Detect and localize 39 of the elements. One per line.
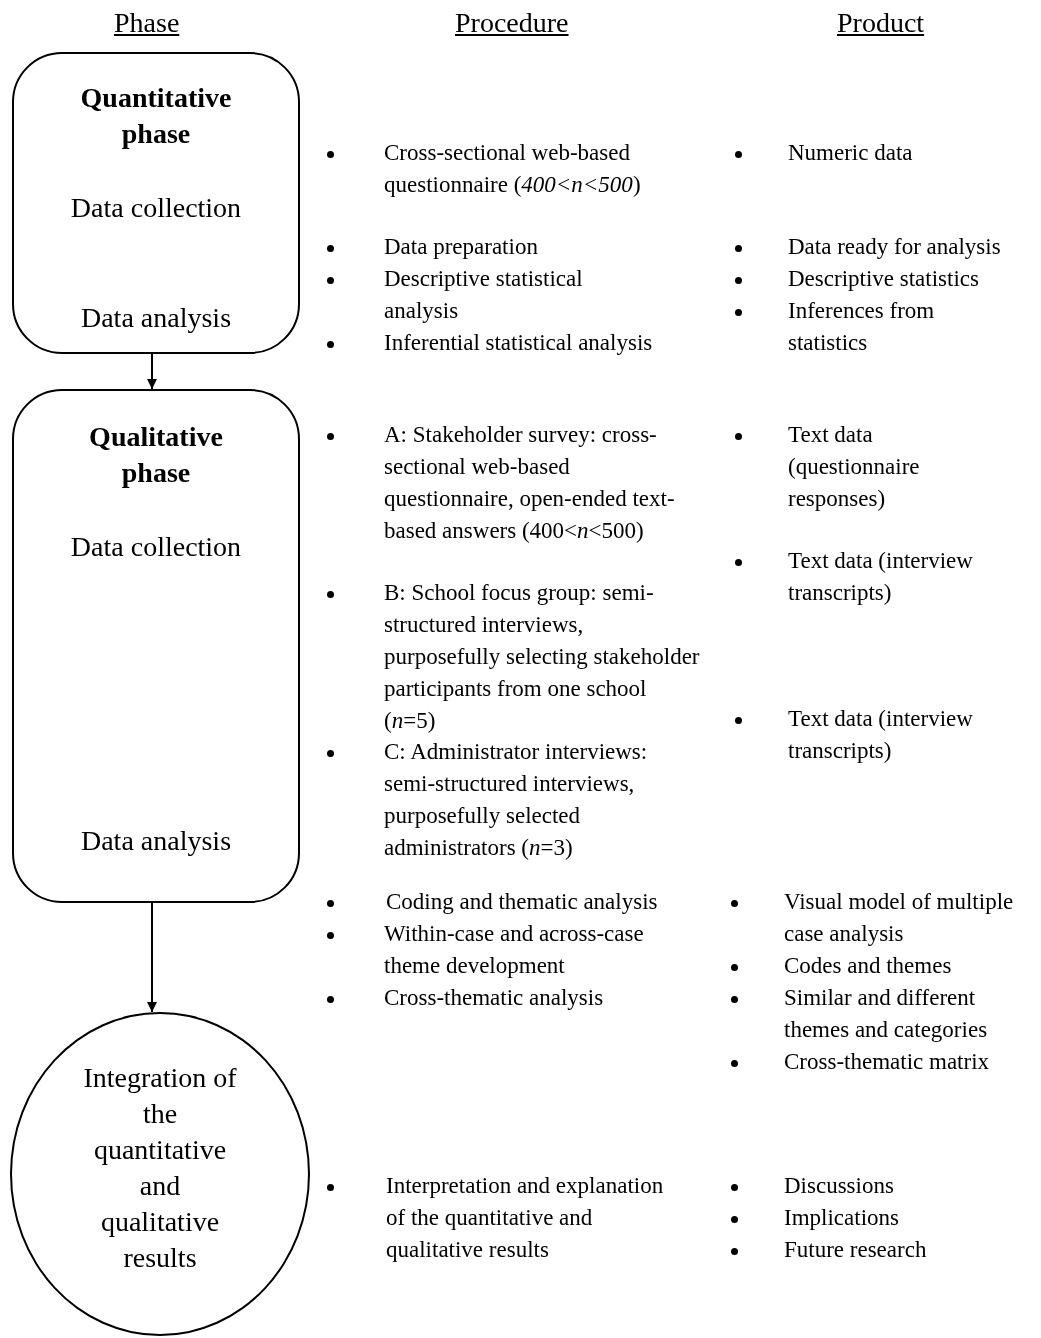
list-item: Interpretation and explanation of the quantitative and qualitative results [386, 1172, 665, 1264]
list-item: Cross-thematic matrix [784, 1048, 991, 1076]
list-item: Text data (interview transcripts) [788, 547, 974, 607]
phase-box [12, 52, 300, 354]
list-item: Visual model of multiple case analysis [784, 888, 1015, 948]
list-item: Cross-sectional web-based questionnaire (400<n<500) [384, 139, 642, 199]
list-item: Within-case and across-case theme development [384, 920, 645, 980]
list-item: Implications [784, 1204, 900, 1232]
list-item: Cross-thematic analysis [384, 984, 605, 1012]
arrow [147, 902, 157, 1013]
list-item: B: School focus group: semi-structured interviews, purposefully selecting stakeholder participants from one school (n=5) [384, 579, 701, 735]
list-item: Data ready for analysis [788, 233, 1002, 261]
list-item: Future research [784, 1236, 928, 1264]
list-item: Coding and thematic analysis [386, 888, 659, 916]
arrow [147, 353, 157, 390]
list-item: Discussions [784, 1172, 895, 1200]
list-item: Data preparation [384, 233, 539, 261]
step-label: Data analysis [80, 301, 232, 335]
step-label: Data collection [70, 191, 242, 225]
phase-heading: Qualitative phase [88, 420, 224, 490]
list-item: Text data (questionnaire responses) [788, 421, 921, 513]
list-item: Text data (interview transcripts) [788, 705, 974, 765]
step-label: Data analysis [80, 824, 232, 858]
list-item: Inferences from statistics [788, 297, 936, 357]
list-item: Inferential statistical analysis [384, 329, 654, 357]
list-item: Similar and different themes and categories [784, 984, 989, 1044]
list-item: A: Stakeholder survey: cross-sectional web-based questionnaire, open-ended text-based answers (400<n<500) [384, 421, 676, 545]
list-item: Codes and themes [784, 952, 953, 980]
list-item: C: Administrator interviews: semi-structured interviews, purposefully selected administrators (n=3) [384, 738, 649, 862]
integration-label: Integration of the quantitative and qualitative results [82, 1061, 238, 1275]
list-item: Descriptive statistical analysis [384, 265, 584, 325]
column-header: Procedure [455, 6, 569, 40]
list-item: Descriptive statistics [788, 265, 980, 293]
column-header: Phase [114, 6, 180, 40]
step-label: Data collection [70, 530, 242, 564]
column-header: Product [837, 6, 925, 40]
phase-box [12, 389, 300, 903]
phase-heading: Quantitative phase [79, 81, 233, 151]
list-item: Numeric data [788, 139, 914, 167]
